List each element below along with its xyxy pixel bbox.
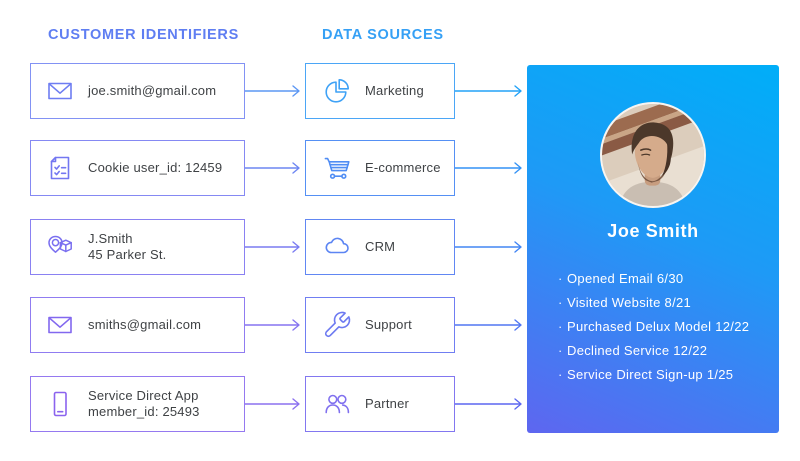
- row-cookie-ecommerce: Cookie user_id: 12459 E-co: [30, 140, 527, 196]
- identifier-box-cookie: Cookie user_id: 12459: [30, 140, 245, 196]
- arrow-connector: [245, 297, 305, 353]
- identifier-label: Service Direct App: [88, 388, 199, 403]
- source-label: Support: [365, 317, 412, 332]
- identifier-label: J.Smith: [88, 231, 133, 246]
- identifier-label-line2: member_id: 25493: [88, 404, 200, 419]
- source-box-crm: CRM: [305, 219, 455, 275]
- cloud-icon: [321, 231, 353, 263]
- checklist-document-icon: [44, 152, 76, 184]
- profile-events-list: · Opened Email 6/30 · Visited Website 8/…: [527, 271, 779, 391]
- avatar: [600, 102, 706, 208]
- arrow-connector: [455, 297, 527, 353]
- arrow-connector: [245, 376, 305, 432]
- source-box-partner: Partner: [305, 376, 455, 432]
- wrench-icon: [321, 309, 353, 341]
- arrow-connector: [455, 376, 527, 432]
- list-item: · Purchased Delux Model 12/22: [558, 319, 779, 343]
- profile-name: Joe Smith: [607, 221, 699, 241]
- envelope-icon: [44, 75, 76, 107]
- arrow-connector: [455, 63, 527, 119]
- identifier-box-email: joe.smith@gmail.com: [30, 63, 245, 119]
- bullet-dot: ·: [558, 295, 563, 310]
- arrow-connector: [455, 140, 527, 196]
- identifier-label: joe.smith@gmail.com: [88, 83, 217, 98]
- data-sources-header: DATA SOURCES: [322, 27, 444, 43]
- arrow-connector: [455, 219, 527, 275]
- identifier-label-line2: 45 Parker St.: [88, 247, 167, 262]
- event-text: Service Direct Sign-up 1/25: [567, 367, 734, 382]
- identifier-box-email2: smiths@gmail.com: [30, 297, 245, 353]
- event-text: Declined Service 12/22: [567, 343, 708, 358]
- identifier-label: Cookie user_id: 12459: [88, 160, 223, 175]
- source-box-marketing: Marketing: [305, 63, 455, 119]
- source-label: CRM: [365, 239, 396, 254]
- source-box-ecommerce: E-commerce: [305, 140, 455, 196]
- source-label: E-commerce: [365, 160, 441, 175]
- identifier-box-address: J.Smith 45 Parker St.: [30, 219, 245, 275]
- event-text: Visited Website 8/21: [567, 295, 692, 310]
- profile-card: Joe Smith · Opened Email 6/30 · Visited …: [527, 65, 779, 433]
- row-address-crm: J.Smith 45 Parker St. CRM: [30, 219, 527, 275]
- bullet-dot: ·: [558, 271, 563, 286]
- envelope-icon: [44, 309, 76, 341]
- identifier-box-app: Service Direct App member_id: 25493: [30, 376, 245, 432]
- list-item: · Visited Website 8/21: [558, 295, 779, 319]
- row-email2-support: smiths@gmail.com Support: [30, 297, 527, 353]
- pie-chart-icon: [321, 75, 353, 107]
- people-icon: [321, 388, 353, 420]
- list-item: · Service Direct Sign-up 1/25: [558, 367, 779, 391]
- bullet-dot: ·: [558, 319, 563, 334]
- event-text: Purchased Delux Model 12/22: [567, 319, 750, 334]
- source-label: Partner: [365, 396, 410, 411]
- arrow-connector: [245, 219, 305, 275]
- customer-identifiers-header: CUSTOMER IDENTIFIERS: [48, 27, 239, 43]
- row-email-marketing: joe.smith@gmail.com Marketing: [30, 63, 527, 119]
- bullet-dot: ·: [558, 367, 563, 382]
- event-text: Opened Email 6/30: [567, 271, 684, 286]
- list-item: · Opened Email 6/30: [558, 271, 779, 295]
- mobile-phone-icon: [44, 388, 76, 420]
- source-label: Marketing: [365, 83, 424, 98]
- row-app-partner: Service Direct App member_id: 25493 Part…: [30, 376, 527, 432]
- arrow-connector: [245, 140, 305, 196]
- identifier-label: smiths@gmail.com: [88, 317, 202, 332]
- joe-smith-portrait: [602, 104, 704, 206]
- arrow-connector: [245, 63, 305, 119]
- list-item: · Declined Service 12/22: [558, 343, 779, 367]
- shopping-cart-icon: [321, 152, 353, 184]
- source-box-support: Support: [305, 297, 455, 353]
- bullet-dot: ·: [558, 343, 563, 358]
- location-pin-package-icon: [44, 231, 76, 263]
